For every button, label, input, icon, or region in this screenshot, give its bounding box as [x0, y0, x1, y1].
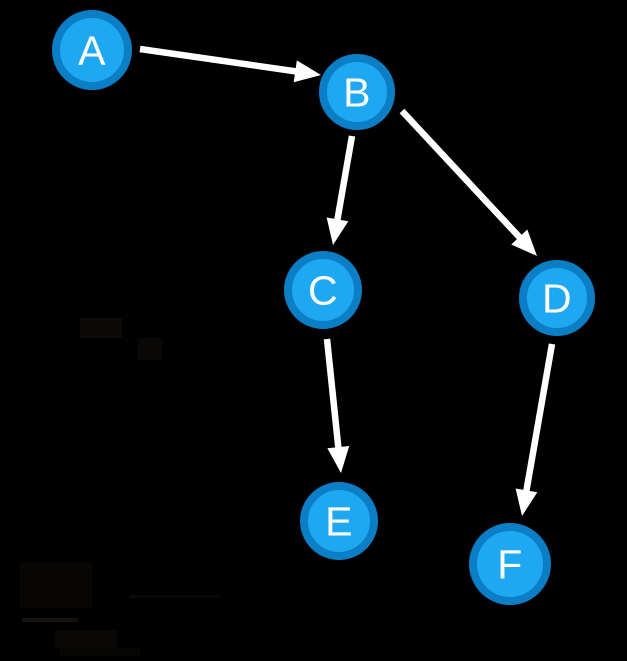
edge-B-D [399, 108, 525, 243]
node-A[interactable] [52, 10, 132, 90]
node-label-F: F [497, 541, 523, 587]
node-label-E: E [325, 498, 353, 544]
node-B[interactable] [319, 54, 395, 130]
node-label-C: C [308, 267, 338, 313]
node-D[interactable] [519, 260, 595, 336]
edge-B-C [333, 135, 356, 224]
node-label-D: D [542, 275, 572, 321]
arrowhead-C-E [327, 445, 350, 473]
edge-C-E [323, 338, 342, 452]
arrowhead-B-D [511, 229, 537, 256]
edge-D-F [522, 343, 556, 495]
node-label-A: A [78, 27, 106, 73]
node-label-B: B [343, 69, 371, 115]
arrowhead-A-B [293, 60, 321, 83]
edge-A-B [139, 45, 300, 76]
node-E[interactable] [300, 482, 378, 560]
node-C[interactable] [284, 251, 362, 329]
arrowhead-D-F [515, 488, 538, 516]
arrowhead-B-C [326, 217, 349, 245]
node-F[interactable] [469, 523, 551, 605]
